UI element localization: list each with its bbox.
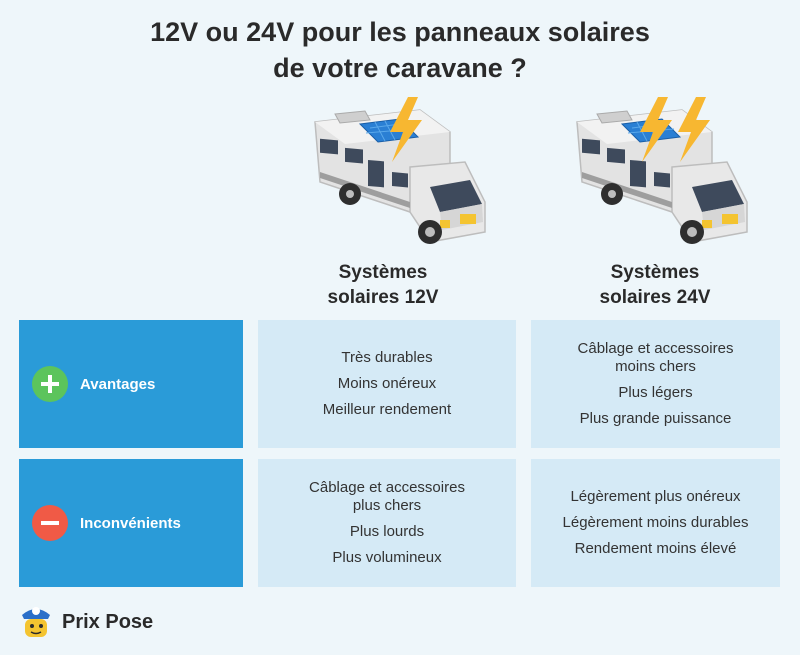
page-title: 12V ou 24V pour les panneaux solaires de…: [0, 14, 800, 86]
lightning-bolt-icon: [390, 97, 422, 162]
list-item: Rendement moins élevé: [574, 540, 737, 557]
cell-12v-avantages: Très durables Moins onéreux Meilleur ren…: [258, 320, 516, 448]
list-item: Câblage et accessoires plus chers: [309, 479, 465, 514]
list-item: Très durables: [341, 349, 433, 366]
list-item: Plus grande puissance: [579, 410, 732, 427]
list-item: Légèrement plus onéreux: [570, 488, 741, 505]
list-item: Meilleur rendement: [322, 401, 452, 418]
column-header-24v: Systèmes solaires 24V: [525, 260, 785, 310]
mascot-icon: [22, 607, 50, 637]
list-item: Plus volumineux: [332, 549, 442, 566]
plus-icon: [32, 366, 68, 402]
list-item: Câblage et accessoires moins chers: [577, 340, 734, 375]
title-line-1: 12V ou 24V pour les panneaux solaires: [150, 17, 650, 47]
row-label-text: Avantages: [80, 375, 156, 393]
minus-icon: [32, 505, 68, 541]
list-item: Plus légers: [618, 384, 693, 401]
row-label-text: Inconvénients: [80, 514, 181, 532]
camper-van-24v-illustration: [576, 97, 748, 244]
brand-logo: Prix Pose: [18, 603, 153, 641]
column-header-line-1: Systèmes: [338, 262, 428, 283]
lightning-bolt-icon: [678, 97, 710, 162]
lightning-bolt-icon: [640, 97, 672, 162]
cell-24v-inconvenients: Légèrement plus onéreux Légèrement moins…: [531, 459, 780, 587]
column-header-line-2: solaires 12V: [327, 287, 439, 308]
column-header-line-2: solaires 24V: [599, 287, 711, 308]
camper-van-12v-illustration: [314, 97, 486, 244]
list-item: Plus lourds: [349, 523, 425, 540]
brand-name: Prix Pose: [62, 610, 154, 633]
list-item: Moins onéreux: [337, 375, 437, 392]
list-item: Légèrement moins durables: [562, 514, 749, 531]
column-header-12v: Systèmes solaires 12V: [253, 260, 513, 310]
title-line-2: de votre caravane ?: [273, 53, 527, 83]
row-label-avantages: Avantages: [19, 320, 243, 448]
cell-24v-avantages: Câblage et accessoires moins chers Plus …: [531, 320, 780, 448]
cell-12v-inconvenients: Câblage et accessoires plus chers Plus l…: [258, 459, 516, 587]
column-header-line-1: Systèmes: [610, 262, 700, 283]
camper-van-icon: [576, 109, 748, 244]
row-label-inconvenients: Inconvénients: [19, 459, 243, 587]
